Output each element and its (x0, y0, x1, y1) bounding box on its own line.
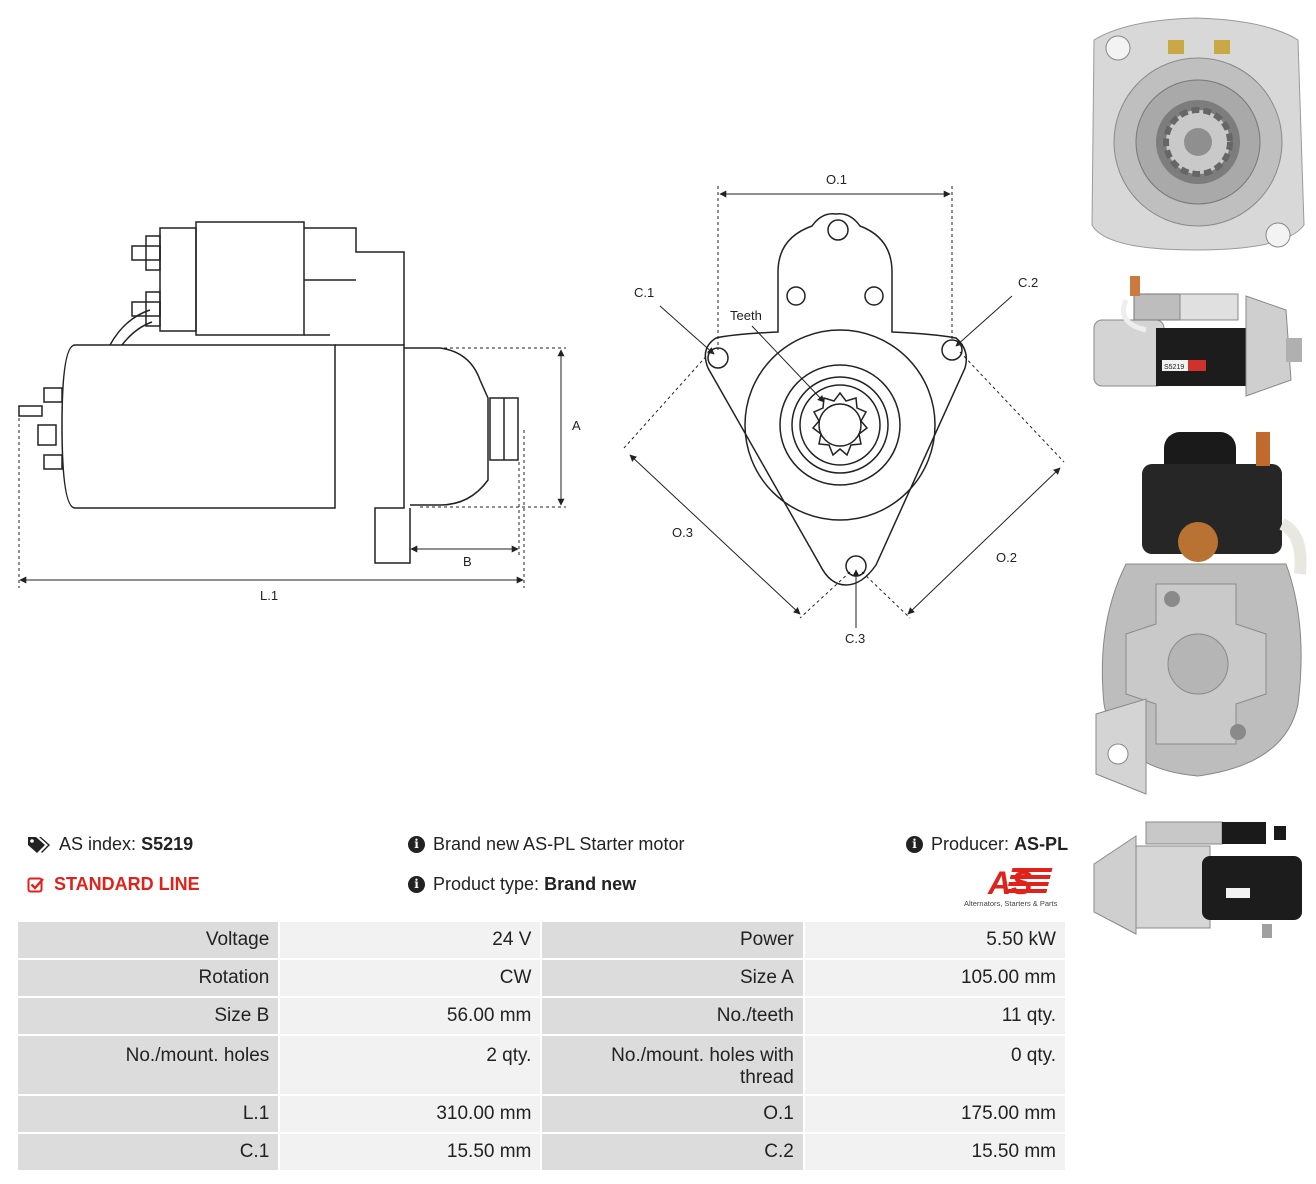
logo-tagline: Alternators, Starters & Parts (964, 899, 1058, 908)
dim-label-c2: C.2 (1018, 275, 1038, 290)
as-index-value: S5219 (141, 834, 194, 854)
spec-label: Voltage (15, 920, 281, 960)
table-row: Voltage 24 V Power 5.50 kW (15, 920, 1068, 960)
technical-drawings: A B L.1 O.1 C.1 C.2 Teeth O.3 O.2 C. (18, 172, 1065, 646)
dim-label-c3: C.3 (845, 631, 865, 646)
spec-value: 2 qty. (278, 1034, 543, 1096)
photo-sticker-index: S5219 (1164, 364, 1184, 371)
spec-label: No./teeth (540, 996, 805, 1036)
dim-label-o3: O.3 (672, 525, 693, 540)
logo-mark: AS (987, 865, 1033, 901)
spec-value: 15.50 mm (802, 1132, 1068, 1172)
spec-label: L.1 (15, 1094, 281, 1134)
spec-value: 15.50 mm (278, 1132, 543, 1172)
info-icon: i (408, 836, 425, 853)
spec-label: Size B (15, 996, 281, 1036)
table-row: Size B 56.00 mm No./teeth 11 qty. (15, 996, 1068, 1036)
product-photo-rear[interactable] (1086, 424, 1310, 804)
dim-label-l1: L.1 (260, 588, 278, 603)
table-row: Rotation CW Size A 105.00 mm (15, 958, 1068, 998)
spec-value: CW (278, 958, 543, 998)
dim-label-b: B (463, 554, 472, 569)
spec-label: Power (540, 920, 805, 960)
spec-label: No./mount. holes with thread (540, 1034, 805, 1096)
spec-value: 105.00 mm (802, 958, 1068, 998)
producer-value: AS-PL (1014, 834, 1069, 854)
spec-value: 310.00 mm (278, 1094, 543, 1134)
spec-value: 175.00 mm (802, 1094, 1068, 1134)
product-type-value: Brand new (544, 874, 637, 894)
standard-line-label: STANDARD LINE (54, 874, 200, 894)
info-icon: i (408, 876, 425, 893)
tags-icon (28, 836, 50, 853)
info-icon: i (906, 836, 923, 853)
as-index-label: AS index: (59, 834, 137, 854)
product-type-label: Product type: (433, 874, 540, 894)
spec-value: 5.50 kW (802, 920, 1068, 960)
producer-label: Producer: (931, 834, 1010, 854)
dim-label-teeth: Teeth (730, 308, 762, 323)
as-pl-logo[interactable]: AS Alternators, Starters & Parts (962, 862, 1070, 910)
table-row: L.1 310.00 mm O.1 175.00 mm (15, 1094, 1068, 1134)
side-view-dimensions (18, 347, 566, 588)
dim-label-a: A (572, 418, 581, 433)
product-photo-side-2[interactable] (1086, 816, 1310, 956)
spec-label: Size A (540, 958, 805, 998)
spec-value: 56.00 mm (278, 996, 543, 1036)
description-row: i Brand new AS-PL Starter motor (408, 834, 684, 855)
spec-value: 11 qty. (802, 996, 1068, 1036)
dim-label-c1: C.1 (634, 285, 654, 300)
dim-label-o1: O.1 (826, 172, 847, 187)
standard-line-row: STANDARD LINE (27, 874, 200, 895)
specs-table: Voltage 24 V Power 5.50 kW Rotation CW S… (15, 920, 1068, 1172)
product-description: Brand new AS-PL Starter motor (433, 834, 685, 854)
spec-label: C.1 (15, 1132, 281, 1172)
front-view-dimensions (623, 186, 1065, 628)
spec-label: C.2 (540, 1132, 805, 1172)
product-photo-side-1[interactable]: S5219 (1086, 268, 1310, 410)
dim-label-o2: O.2 (996, 550, 1017, 565)
spec-label: Rotation (15, 958, 281, 998)
checkbox-checked-icon (27, 877, 44, 892)
product-photo-front[interactable] (1086, 10, 1310, 255)
producer-row: i Producer: AS-PL (906, 834, 1068, 855)
product-type-row: i Product type: Brand new (408, 874, 636, 895)
spec-label: No./mount. holes (15, 1034, 281, 1096)
spec-value: 0 qty. (802, 1034, 1068, 1096)
front-view-drawing (704, 213, 968, 586)
spec-value: 24 V (278, 920, 543, 960)
table-row: No./mount. holes 2 qty. No./mount. holes… (15, 1034, 1068, 1096)
as-index-row: AS index: S5219 (27, 834, 193, 855)
spec-label: O.1 (540, 1094, 805, 1134)
side-view-drawing (18, 221, 519, 564)
table-row: C.1 15.50 mm C.2 15.50 mm (15, 1132, 1068, 1172)
